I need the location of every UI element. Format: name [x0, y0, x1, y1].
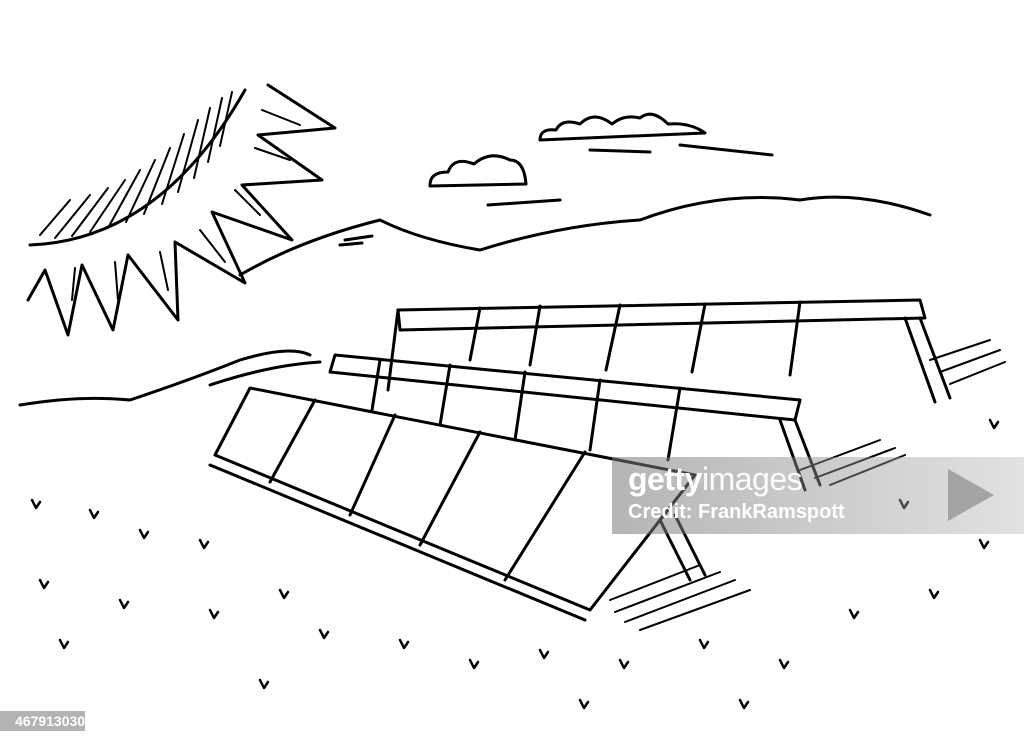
getty-logo: gettyimages [628, 461, 803, 497]
play-arrow-icon [948, 469, 994, 521]
sun-icon [26, 83, 374, 337]
image-id-text: 467913030 [15, 713, 86, 729]
cloud-icon [428, 112, 774, 207]
getty-watermark: gettyimages Credit: FrankRamspott [612, 457, 1024, 534]
credit-text: Credit: FrankRamspott [628, 501, 845, 523]
image-id-badge: 467913030 [0, 711, 85, 731]
